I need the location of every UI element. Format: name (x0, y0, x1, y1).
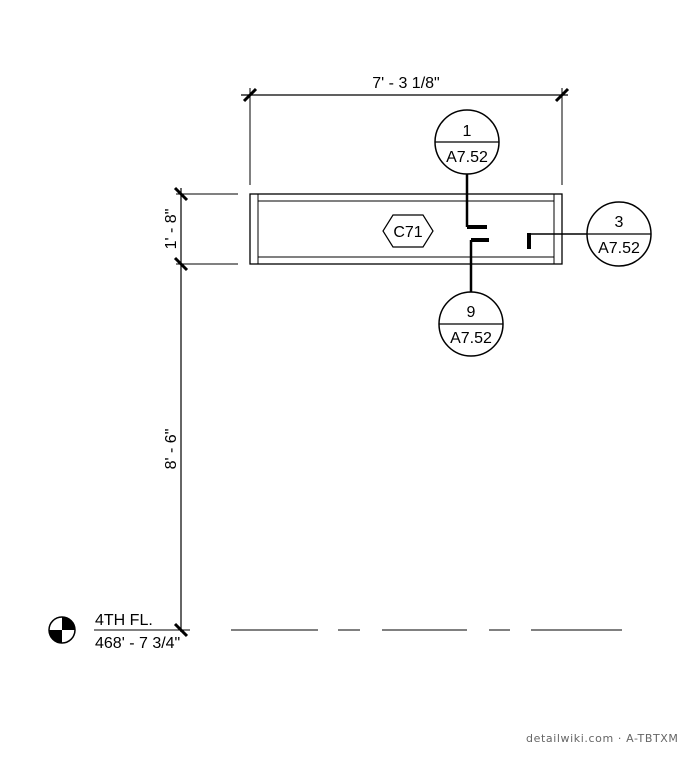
callout-3[interactable]: 3 A7.52 (586, 201, 652, 267)
callout-sheet: A7.52 (446, 149, 488, 166)
tick-mark (173, 186, 189, 202)
level-elevation: 468' - 7 3/4" (95, 635, 180, 652)
element-tag-label: C71 (393, 224, 422, 241)
height-main-dimension-label: 8' - 6" (163, 429, 180, 470)
hexagon-icon (382, 214, 434, 248)
callout-sheet: A7.52 (450, 330, 492, 347)
tick-mark (173, 256, 189, 272)
section-cut-markers (465, 166, 588, 296)
height-main-dimension: 8' - 6" (163, 429, 189, 638)
callout-sheet: A7.52 (598, 240, 640, 257)
height-top-dimension-label: 1' - 8" (163, 209, 180, 250)
level-datum-icon (48, 616, 76, 644)
width-dimension-label: 7' - 3 1/8" (372, 75, 439, 92)
callout-number: 9 (467, 304, 476, 321)
callout-1[interactable]: 1 A7.52 (434, 109, 500, 175)
callout-number: 1 (463, 123, 472, 140)
beam-elevation (249, 193, 563, 265)
tick-mark (554, 87, 570, 103)
tick-mark (242, 87, 258, 103)
level-marker: 4TH FL. 468' - 7 3/4" (48, 612, 190, 652)
width-dimension: 7' - 3 1/8" (241, 75, 570, 185)
watermark: detailwiki.com · A-TBTXM (526, 732, 679, 745)
callout-number: 3 (615, 214, 624, 231)
height-top-dimension: 1' - 8" (163, 186, 238, 632)
element-tag: C71 (382, 214, 434, 248)
level-name: 4TH FL. (95, 612, 153, 629)
callout-9[interactable]: 9 A7.52 (438, 291, 504, 357)
